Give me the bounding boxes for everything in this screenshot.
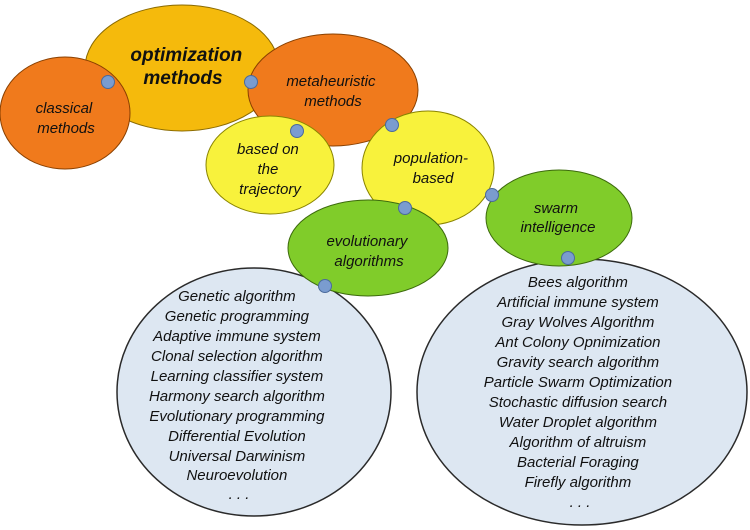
connector-dot	[244, 75, 258, 89]
list-item: Water Droplet algorithm	[499, 414, 657, 431]
list-item: Adaptive immune system	[152, 328, 321, 345]
connector-dot	[101, 75, 115, 89]
connector-dot	[398, 201, 412, 215]
list-item: Harmony search algorithm	[149, 388, 325, 405]
evolutionary-algorithms-label: evolutionary algorithms	[326, 233, 411, 270]
list-item: Evolutionary programming	[149, 408, 325, 425]
swarm-intelligence-bubble	[485, 169, 633, 267]
swarm-intelligence-label: swarm intelligence	[520, 200, 595, 236]
list-item: Stochastic diffusion search	[489, 394, 667, 411]
population-based-label: population- based	[393, 150, 472, 187]
evolutionary-algorithms-bubble	[287, 199, 449, 297]
list-item: Genetic algorithm	[178, 288, 296, 305]
evolutionary-algorithms-list: Genetic algorithm Genetic programming Ad…	[149, 288, 329, 503]
list-item: Clonal selection algorithm	[151, 348, 323, 365]
list-item: Bacterial Foraging	[517, 454, 639, 471]
list-item: Firefly algorithm	[525, 474, 632, 491]
connector-dot	[385, 118, 399, 132]
metaheuristic-methods-label: metaheuristic methods	[286, 73, 379, 110]
list-item: Differential Evolution	[168, 428, 306, 445]
trajectory-based-bubble	[205, 115, 335, 215]
trajectory-based-label: based on the trajectory	[237, 141, 303, 198]
list-item: Neuroevolution	[186, 467, 287, 484]
list-item: Ant Colony Opnimization	[494, 334, 660, 351]
classical-methods-label: classical methods	[36, 100, 97, 137]
list-item: Gravity search algorithm	[497, 354, 660, 371]
list-item: Universal Darwinism	[169, 448, 306, 465]
swarm-intelligence-list: Bees algorithm Artificial immune system …	[484, 274, 677, 511]
list-item: Learning classifier system	[151, 368, 324, 385]
list-item: Artificial immune system	[496, 294, 659, 311]
classical-methods-bubble	[0, 56, 131, 170]
list-item: Bees algorithm	[528, 274, 628, 291]
list-item: Gray Wolves Algorithm	[502, 314, 655, 331]
connector-dot	[290, 124, 304, 138]
evolutionary-algorithms-list-bubble	[116, 267, 392, 517]
connector-dot	[561, 251, 575, 265]
connector-dot	[318, 279, 332, 293]
list-item: . . .	[570, 494, 591, 511]
list-item: Particle Swarm Optimization	[484, 374, 672, 391]
optimization-methods-label: optimization methods	[130, 45, 247, 89]
connector-dot	[485, 188, 499, 202]
list-item: Genetic programming	[165, 308, 310, 325]
list-item: Algorithm of altruism	[509, 434, 647, 451]
list-item: . . .	[229, 486, 250, 503]
